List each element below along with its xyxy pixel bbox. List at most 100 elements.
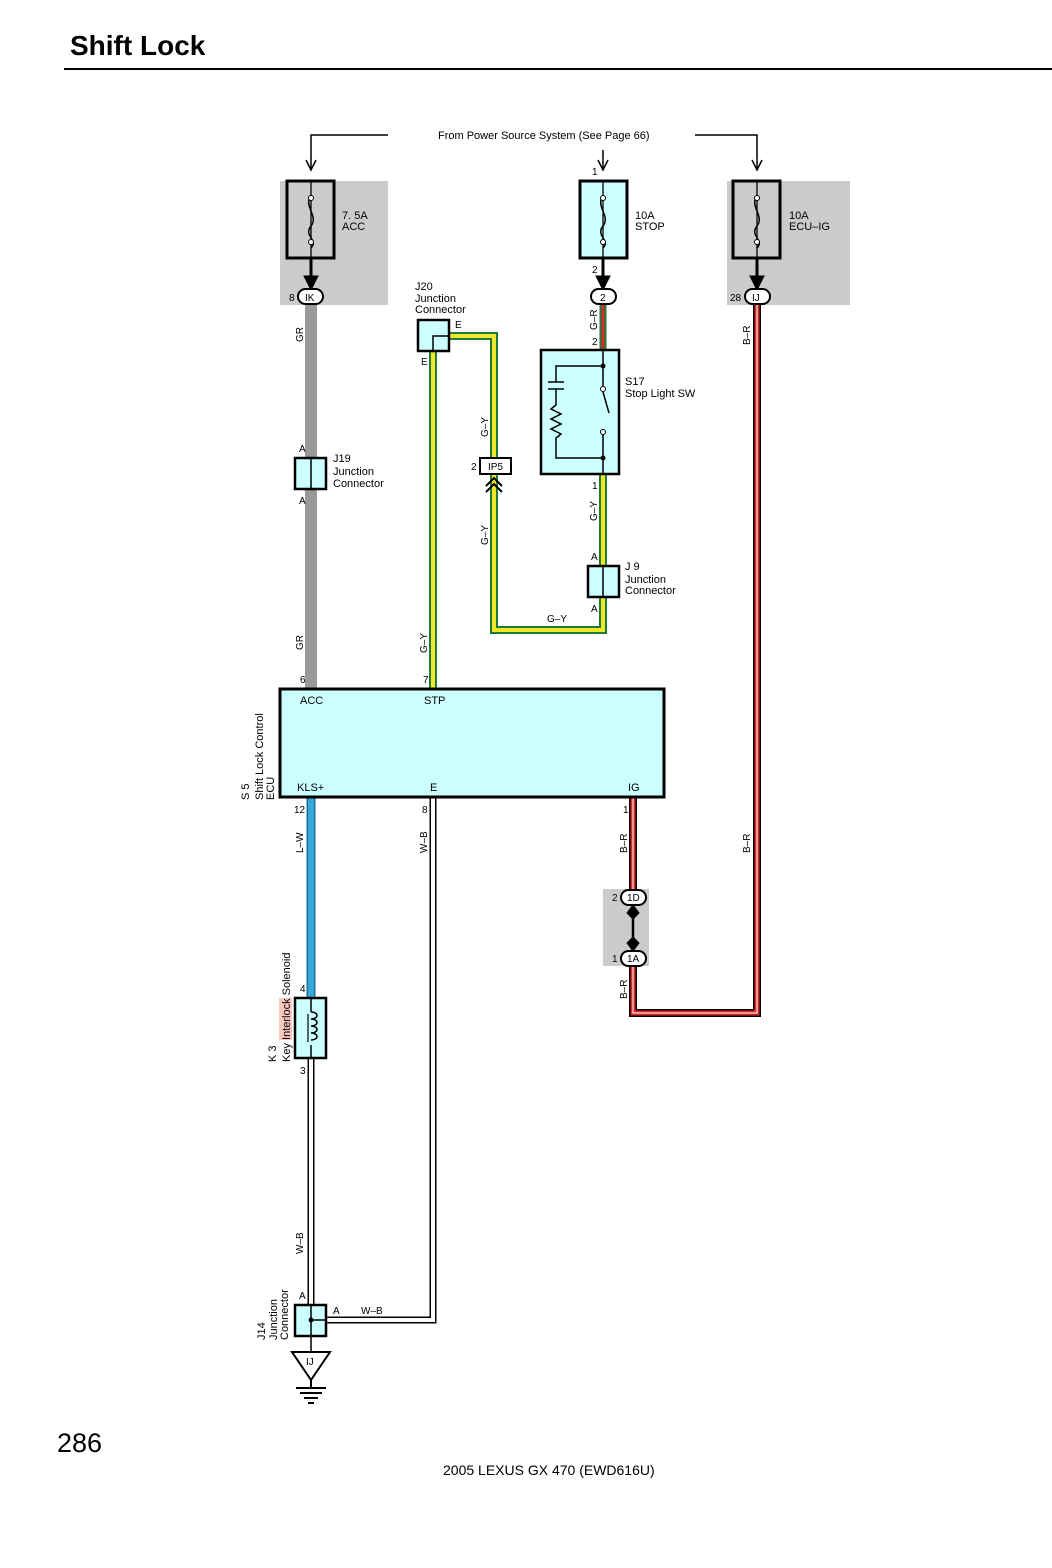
wire-label-g-y-horizontal: G–Y bbox=[547, 614, 567, 625]
wire-label-b-r-1a: B–R bbox=[619, 980, 630, 999]
junction-j19-id: J19 bbox=[333, 453, 351, 465]
ecu-terminal-e: E bbox=[430, 782, 437, 794]
connector-ip5 bbox=[479, 457, 512, 493]
ecu-pin-kls: 12 bbox=[294, 805, 306, 816]
junction-j9 bbox=[586, 564, 621, 599]
ecu-pin-acc: 6 bbox=[300, 675, 306, 686]
ecu-ig-fuse-shade bbox=[727, 181, 850, 305]
connector-ij-top-pin: 28 bbox=[730, 293, 742, 304]
connector-1a bbox=[620, 950, 647, 967]
connector-2-name: 2 bbox=[600, 293, 606, 304]
ecu-line1: Shift Lock Control bbox=[254, 713, 266, 800]
footer-model: 2005 LEXUS GX 470 (EWD616U) bbox=[443, 1462, 655, 1478]
junction-j20-pin-right: E bbox=[455, 320, 462, 331]
wire-label-b-r-ig: B–R bbox=[619, 834, 630, 853]
g-y-wire-switch-loop bbox=[490, 474, 607, 634]
ecu-pin-ig: 1 bbox=[623, 805, 629, 816]
ground-symbol bbox=[290, 1351, 332, 1404]
solenoid-pin-bottom: 3 bbox=[300, 1066, 306, 1077]
wire-label-g-r: G–R bbox=[589, 309, 600, 330]
ground-name: IJ bbox=[306, 1357, 314, 1368]
junction-j20-id: J20 bbox=[415, 281, 433, 293]
solenoid-name: Key Interlock Solenoid bbox=[281, 953, 293, 1062]
connector-ik-name: IK bbox=[305, 293, 315, 304]
solenoid-highlight bbox=[279, 998, 292, 1040]
junction-j9-line2: Connector bbox=[625, 585, 676, 597]
wire-label-g-y-stp: G–Y bbox=[419, 633, 430, 653]
junction-j19-pin-top: A bbox=[299, 444, 306, 455]
switch-id: S17 bbox=[625, 376, 645, 388]
g-y-wire-ip5-to-j20 bbox=[450, 332, 498, 458]
connector-ip5-name: IP5 bbox=[488, 462, 503, 473]
solenoid-name-pre: Key bbox=[281, 1040, 293, 1062]
wire-label-w-b-horizontal: W–B bbox=[361, 1306, 383, 1317]
fuse-ecu-ig-name: ECU–IG bbox=[789, 221, 830, 233]
ecu-terminal-acc: ACC bbox=[300, 695, 323, 707]
ecu-line2: ECU bbox=[265, 777, 277, 800]
solenoid-name-post: Solenoid bbox=[281, 953, 293, 999]
junction-j14-line2: Connector bbox=[279, 1289, 291, 1340]
junction-j9-pin-top: A bbox=[591, 552, 598, 563]
wire-label-g-y-ip5-top: G–Y bbox=[480, 417, 491, 437]
junction-j20-line1: Junction bbox=[415, 293, 456, 305]
solenoid-id: K 3 bbox=[267, 1045, 279, 1062]
solenoid-name-highlight: Interlock bbox=[281, 998, 293, 1040]
junction-j14-pin-right: A bbox=[333, 1306, 340, 1317]
gr-wire bbox=[305, 300, 317, 690]
junction-j19 bbox=[293, 456, 328, 491]
fuse-acc-name: ACC bbox=[342, 221, 365, 233]
wire-label-gr-top: GR bbox=[295, 327, 306, 342]
connector-ij-top bbox=[744, 288, 771, 305]
fuse-stop-name: STOP bbox=[635, 221, 665, 233]
fuse-output-leads bbox=[303, 258, 765, 292]
ecu-terminal-kls: KLS+ bbox=[297, 782, 324, 794]
power-arrows bbox=[305, 159, 763, 172]
junction-j20-pin-bottom: E bbox=[421, 357, 428, 368]
connector-1d-pin: 2 bbox=[612, 893, 618, 904]
connector-ij-top-name: IJ bbox=[752, 293, 760, 304]
junction-j14-line1: Junction bbox=[268, 1299, 280, 1340]
junction-j9-line1: Junction bbox=[625, 574, 666, 586]
junction-j14 bbox=[293, 1303, 328, 1338]
wire-label-g-y-ip5-bottom: G–Y bbox=[480, 525, 491, 545]
wire-label-l-w: L–W bbox=[295, 832, 306, 853]
wire-label-w-b-e: W–B bbox=[419, 831, 430, 853]
connector-ik bbox=[297, 288, 324, 305]
connector-1d-name: 1D bbox=[627, 893, 640, 904]
title-rule bbox=[64, 68, 1052, 70]
power-source-label: From Power Source System (See Page 66) bbox=[438, 130, 650, 142]
page-title: Shift Lock bbox=[70, 30, 206, 61]
wire-label-b-r-top: B–R bbox=[742, 326, 753, 345]
b-r-wire-right bbox=[629, 300, 761, 1017]
page-number: 286 bbox=[57, 1428, 103, 1458]
connector-1a-name: 1A bbox=[627, 954, 640, 965]
key-interlock-solenoid bbox=[293, 996, 328, 1060]
wire-label-b-r-middle: B–R bbox=[742, 834, 753, 853]
junction-j9-id: J 9 bbox=[625, 561, 640, 573]
junction-j14-pin-top: A bbox=[299, 1291, 306, 1302]
stop-fuse-pin-top: 1 bbox=[592, 167, 598, 178]
ecu-pin-e: 8 bbox=[422, 805, 428, 816]
shift-lock-ecu bbox=[278, 687, 666, 799]
junction-j14-id: J14 bbox=[256, 1322, 268, 1340]
connector-1a-pin: 1 bbox=[612, 954, 618, 965]
connector-ik-pin: 8 bbox=[289, 293, 295, 304]
ecu-id: S 5 bbox=[240, 783, 252, 800]
junction-j20 bbox=[416, 318, 451, 353]
connector-ip5-pin: 2 bbox=[471, 462, 477, 473]
solenoid-pin-top: 4 bbox=[300, 984, 306, 995]
junction-j9-pin-bottom: A bbox=[591, 604, 598, 615]
fuse-acc-amp: 7. 5A bbox=[342, 210, 368, 222]
power-source-lines bbox=[310, 134, 758, 170]
junction-j19-pin-bottom: A bbox=[299, 496, 306, 507]
fuse-stop-amp: 10A bbox=[635, 210, 655, 222]
ecu-terminal-ig: IG bbox=[628, 782, 640, 794]
wire-label-w-b-solenoid: W–B bbox=[295, 1232, 306, 1254]
switch-pin-top: 2 bbox=[592, 337, 598, 348]
switch-name: Stop Light SW bbox=[625, 388, 696, 400]
ecu-terminal-stp: STP bbox=[424, 695, 445, 707]
wire-label-gr-bottom: GR bbox=[295, 635, 306, 650]
ecu-pin-stp: 7 bbox=[423, 675, 429, 686]
junction-j19-line2: Connector bbox=[333, 478, 384, 490]
